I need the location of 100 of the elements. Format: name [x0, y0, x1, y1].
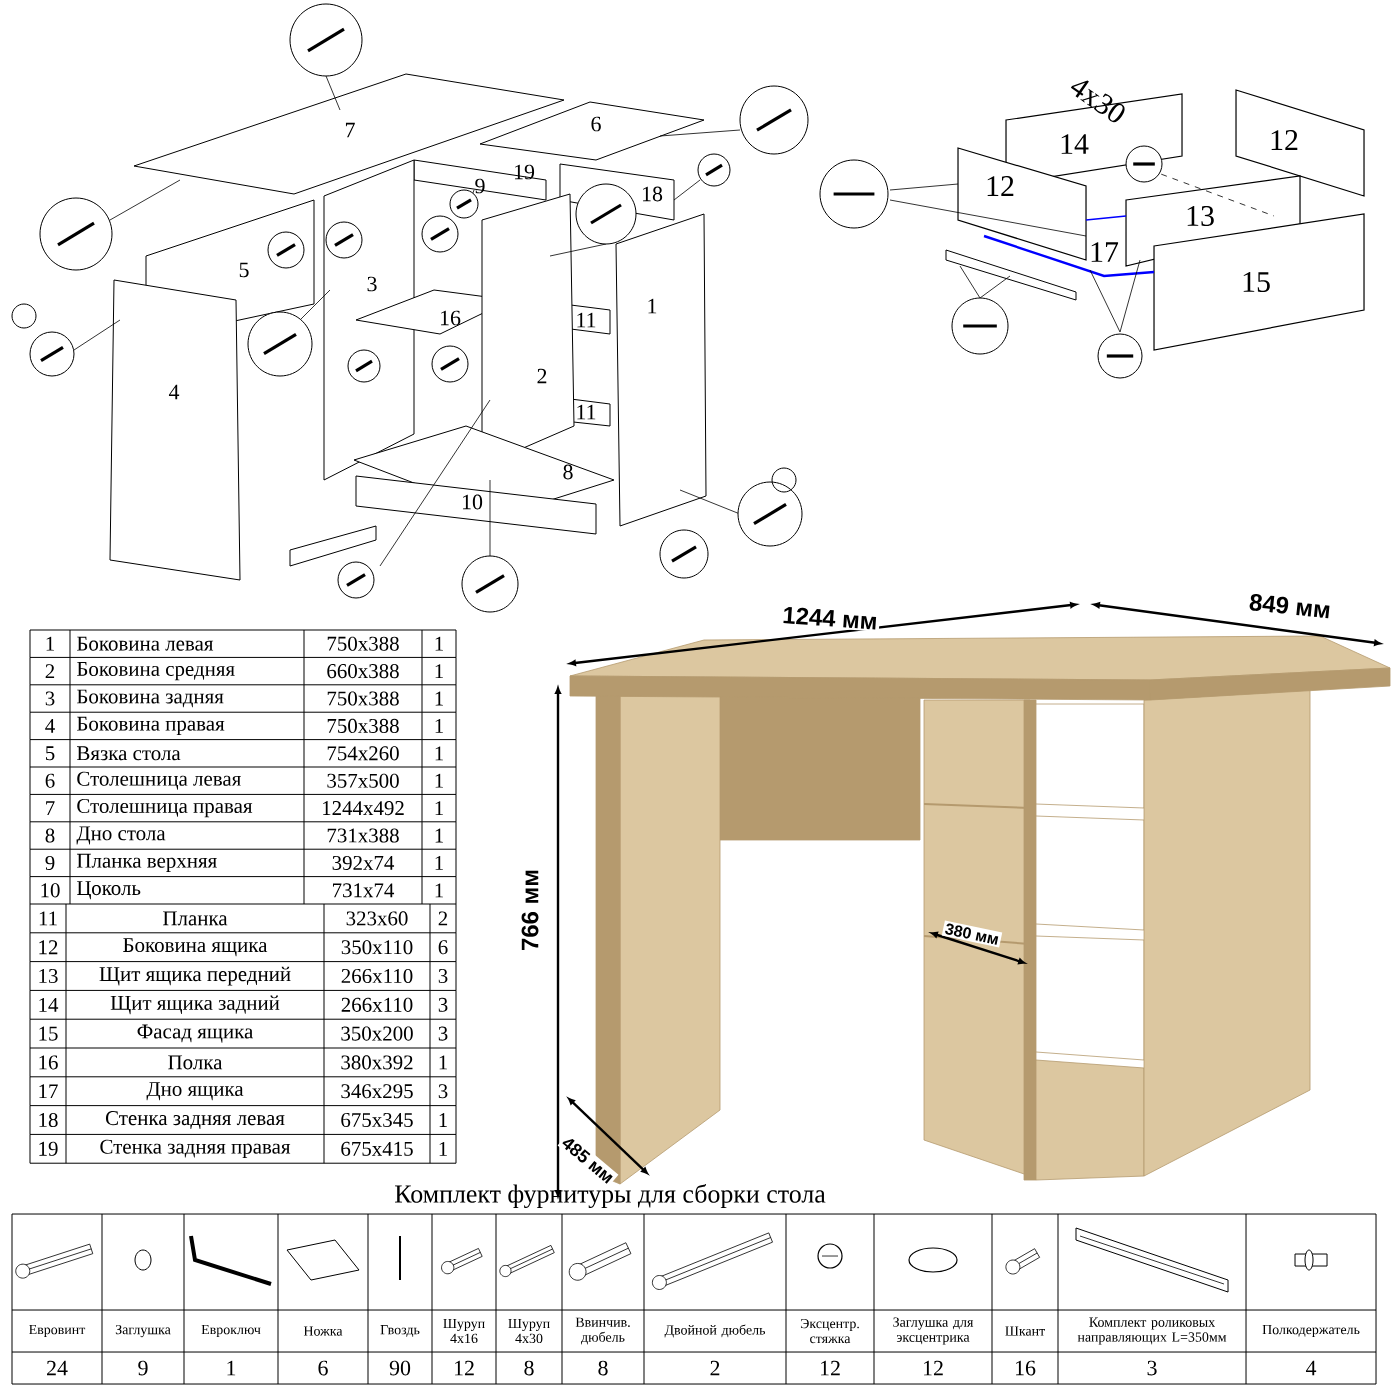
part-number: 18	[39, 1112, 58, 1128]
part-name: Боковина средняя	[77, 662, 235, 681]
part-quantity: 2	[438, 911, 448, 926]
part-size: 750x388	[327, 636, 399, 651]
part-number: 10	[41, 883, 60, 898]
dimension-label: 849 мм	[1246, 591, 1334, 621]
part-name: Стенка задняя правая	[100, 1139, 291, 1158]
part-number: 5	[46, 746, 55, 761]
callout-number: 12	[1271, 130, 1298, 150]
part-size: 266x110	[341, 997, 413, 1012]
part-name: Дно стола	[76, 826, 166, 845]
item-count: 8	[524, 1360, 534, 1376]
item-count: 90	[389, 1360, 411, 1376]
part-name: Боковина левая	[77, 636, 214, 651]
callout-number: 4	[168, 384, 180, 400]
part-name: Вязка стола	[77, 746, 181, 761]
callout-number: 12	[987, 176, 1014, 196]
part-size: 660x388	[327, 664, 399, 679]
callout-number: 3	[367, 276, 377, 292]
part-quantity: 1	[435, 801, 443, 815]
part-quantity: 3	[438, 997, 448, 1012]
part-name: Планка верхняя	[77, 853, 217, 872]
callout-number: 13	[1187, 205, 1214, 227]
part-quantity: 1	[435, 664, 443, 678]
item-count: 4	[1306, 1360, 1317, 1376]
part-number: 1	[46, 636, 54, 651]
part-name: Боковина задняя	[77, 689, 224, 708]
part-quantity: 1	[435, 719, 443, 733]
callout-number: 7	[345, 122, 355, 138]
callout-number: 4x30	[1070, 80, 1125, 123]
part-quantity: 1	[439, 1113, 447, 1127]
callout-number: 8	[563, 464, 573, 480]
part-quantity: 6	[438, 940, 448, 955]
part-number: 19	[39, 1141, 58, 1156]
item-count: 12	[455, 1360, 474, 1376]
part-size: 754x260	[327, 746, 399, 761]
part-quantity: 3	[438, 1084, 448, 1099]
callout-number: 2	[537, 368, 547, 384]
part-name: Полка	[168, 1055, 223, 1070]
part-size: 380x392	[341, 1055, 413, 1070]
item-count: 8	[598, 1360, 608, 1376]
part-number: 13	[39, 969, 58, 984]
callout-number: 11	[577, 312, 596, 328]
item-count: 2	[710, 1360, 720, 1376]
part-size: 350x200	[341, 1026, 413, 1041]
part-quantity: 3	[438, 969, 448, 984]
part-size: 346x295	[341, 1084, 413, 1099]
dimension-label: 485 мм	[557, 1132, 619, 1188]
part-size: 675x415	[341, 1141, 413, 1156]
item-count: 24	[47, 1360, 68, 1376]
part-name: Щит ящика задний	[110, 995, 280, 1015]
part-quantity: 1	[435, 883, 443, 898]
part-number: 2	[45, 664, 55, 679]
item-count: 12	[924, 1360, 943, 1376]
dimension-label: 766 мм	[519, 867, 541, 953]
part-number: 3	[45, 691, 55, 706]
item-count: 1	[227, 1360, 236, 1376]
part-quantity: 1	[439, 1141, 447, 1156]
callout-number: 16	[441, 310, 461, 326]
part-name: Столешница правая	[77, 798, 253, 818]
callout-number: 19	[515, 164, 535, 180]
part-name: Цоколь	[77, 881, 141, 900]
part-number: 9	[45, 855, 55, 870]
part-name: Боковина ящика	[123, 938, 268, 957]
callout-number: 5	[239, 262, 249, 278]
part-number: 16	[39, 1055, 58, 1070]
part-name: Столешница левая	[77, 771, 241, 790]
part-size: 392x74	[332, 855, 395, 870]
part-number: 11	[39, 911, 57, 926]
part-quantity: 1	[435, 691, 443, 706]
table-heading: Комплект фурнитуры для сборки стола	[395, 1183, 826, 1209]
item-count: 3	[1147, 1360, 1157, 1376]
part-size: 750x388	[327, 691, 399, 706]
item-count: 6	[318, 1360, 328, 1376]
part-number: 4	[45, 719, 55, 733]
part-quantity: 3	[438, 1026, 448, 1041]
item-count: 9	[138, 1360, 148, 1376]
part-size: 731x74	[333, 883, 395, 898]
part-name: Фасад ящика	[137, 1024, 254, 1043]
callout-number: 9	[475, 178, 485, 194]
dimension-label: 1244 мм	[779, 604, 881, 632]
part-size: 750x388	[327, 718, 399, 733]
part-number: 17	[39, 1084, 58, 1099]
part-number: 6	[45, 773, 55, 788]
part-quantity: 1	[435, 746, 443, 761]
callout-number: 17	[1091, 242, 1119, 262]
callout-number: 14	[1061, 134, 1089, 154]
part-number: 7	[46, 801, 55, 815]
part-name: Стенка задняя левая	[105, 1111, 285, 1129]
callout-number: 10	[463, 494, 483, 510]
part-size: 731x388	[327, 828, 399, 843]
part-name: Планка	[163, 911, 228, 926]
part-number: 15	[39, 1026, 58, 1041]
part-size: 357x500	[327, 773, 399, 788]
part-size: 1244x492	[323, 801, 404, 816]
part-size: 266x110	[341, 968, 413, 984]
callout-number: 18	[643, 186, 663, 202]
item-count: 16	[1016, 1360, 1036, 1376]
callout-number: 15	[1243, 272, 1270, 292]
part-quantity: 1	[435, 856, 443, 870]
